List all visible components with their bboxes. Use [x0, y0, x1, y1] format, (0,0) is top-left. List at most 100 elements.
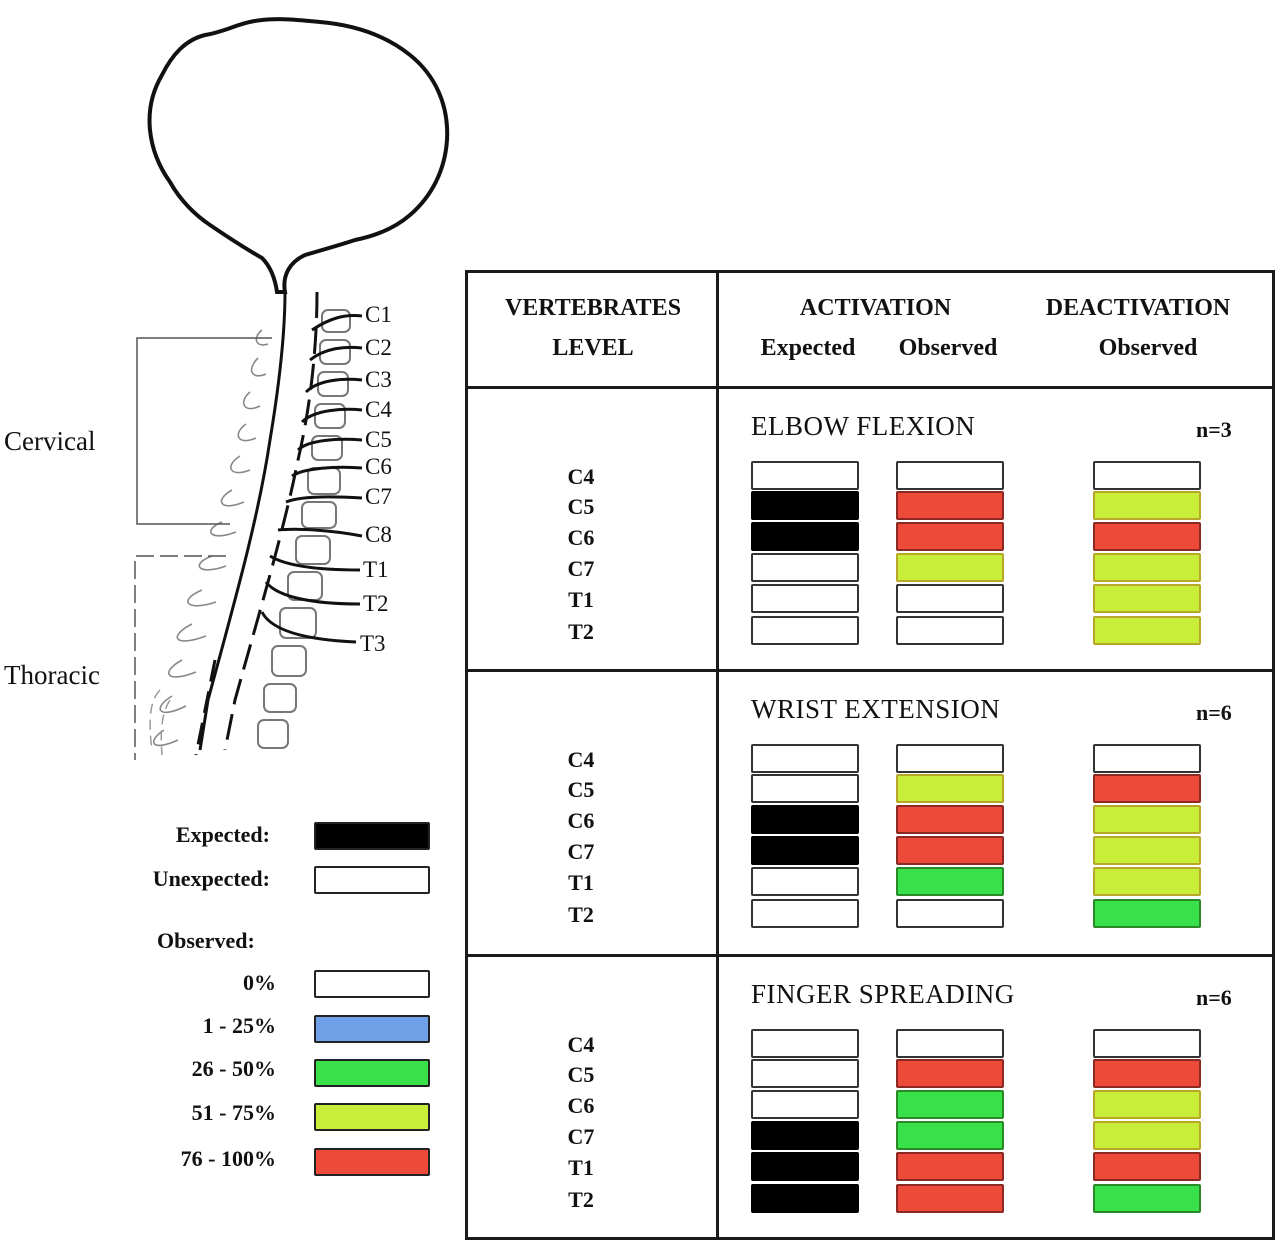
legend-scale-swatch [314, 1148, 430, 1176]
activation-observed-cell [896, 836, 1004, 865]
row-level-label: C4 [567, 464, 595, 489]
legend-scale-label: 51 - 75% [191, 1100, 276, 1125]
row-level-label: T1 [568, 1155, 594, 1180]
activation-observed-cell [896, 491, 1004, 520]
row-level-label: C4 [567, 747, 595, 772]
deactivation-observed-cell [1093, 899, 1201, 928]
level-tag-c6: C6 [365, 454, 392, 479]
deactivation-observed-cell [1093, 1184, 1201, 1213]
level-tag-c5: C5 [365, 427, 392, 452]
level-tag-t2: T2 [363, 591, 389, 616]
legend-scale-label: 76 - 100% [180, 1146, 276, 1171]
row-level-label: C7 [567, 1124, 595, 1149]
header-activation: ACTIVATION [799, 295, 952, 321]
spinous-processes [152, 329, 269, 747]
level-tag-c1: C1 [365, 302, 392, 327]
activation-table: VERTEBRATES LEVEL ACTIVATION DEACTIVATIO… [465, 270, 1275, 1240]
activation-observed-cell [896, 1029, 1004, 1058]
expected-cell [751, 744, 859, 773]
legend-unexpected-label: Unexpected: [152, 866, 270, 891]
expected-cell [751, 461, 859, 490]
expected-cell [751, 584, 859, 613]
cord-tail [194, 659, 217, 756]
legend-observed-label: Observed: [157, 928, 255, 953]
expected-cell [751, 1059, 859, 1088]
row-level-label: C7 [567, 556, 595, 581]
row-level-label: T2 [568, 902, 594, 927]
expected-cell [751, 836, 859, 865]
level-tag-c3: C3 [365, 367, 392, 392]
expected-cell [751, 899, 859, 928]
row-level-label: T1 [568, 870, 594, 895]
header-deactivation: DEACTIVATION [1045, 295, 1231, 321]
activation-observed-cell [896, 1121, 1004, 1150]
header-observed: Observed [898, 335, 998, 361]
legend-unexpected-swatch [314, 866, 430, 894]
deactivation-observed-cell [1093, 461, 1201, 490]
legend-scale-swatch [314, 1103, 430, 1131]
row-level-label: C6 [567, 1093, 595, 1118]
spine-brain-illustration [134, 17, 450, 760]
task-title: FINGER SPREADING [751, 979, 1015, 1009]
deactivation-observed-cell [1093, 584, 1201, 613]
expected-cell [751, 774, 859, 803]
deactivation-observed-cell [1093, 1152, 1201, 1181]
activation-observed-cell [896, 584, 1004, 613]
column-divider [716, 273, 719, 1240]
row-level-label: C7 [567, 839, 595, 864]
activation-observed-cell [896, 867, 1004, 896]
activation-observed-cell [896, 774, 1004, 803]
deactivation-observed-cell [1093, 774, 1201, 803]
row-level-label: T2 [568, 619, 594, 644]
row-level-label: C6 [567, 808, 595, 833]
level-tag-c4: C4 [365, 397, 392, 422]
thoracic-bracket [134, 555, 226, 760]
row-level-label: T1 [568, 587, 594, 612]
row-level-label: C5 [567, 1062, 595, 1087]
legend-scale-swatch [314, 1015, 430, 1043]
expected-cell [751, 1090, 859, 1119]
expected-cell [751, 522, 859, 551]
expected-cell [751, 1029, 859, 1058]
task-sample-size: n=6 [1196, 700, 1232, 725]
thoracic-label: Thoracic [4, 660, 100, 690]
activation-observed-cell [896, 1152, 1004, 1181]
cervical-label: Cervical [4, 426, 96, 456]
expected-cell [751, 616, 859, 645]
header-divider [468, 386, 1275, 389]
legend-scale-swatch [314, 970, 430, 998]
deactivation-observed-cell [1093, 805, 1201, 834]
spinal-cord-left [198, 291, 287, 751]
row-level-label: C4 [567, 1032, 595, 1057]
legend-scale-label: 0% [243, 970, 276, 995]
legend-scale-label: 26 - 50% [191, 1056, 276, 1081]
row-level-label: C5 [567, 494, 595, 519]
header-level: LEVEL [552, 335, 634, 361]
activation-observed-cell [896, 616, 1004, 645]
row-level-label: T2 [568, 1187, 594, 1212]
nerve-roots [260, 314, 363, 644]
row-level-label: C5 [567, 777, 595, 802]
cervical-bracket [136, 337, 272, 525]
section-divider [468, 954, 1275, 957]
deactivation-observed-cell [1093, 1059, 1201, 1088]
thoracic-ribs-sketch [149, 689, 171, 756]
activation-observed-cell [896, 1059, 1004, 1088]
activation-observed-cell [896, 553, 1004, 582]
legend-scale-swatch [314, 1059, 430, 1087]
expected-cell [751, 553, 859, 582]
activation-observed-cell [896, 899, 1004, 928]
expected-cell [751, 1121, 859, 1150]
expected-cell [751, 491, 859, 520]
deactivation-observed-cell [1093, 522, 1201, 551]
deactivation-observed-cell [1093, 616, 1201, 645]
expected-cell [751, 867, 859, 896]
legend-expected-label: Expected: [175, 822, 270, 847]
activation-observed-cell [896, 522, 1004, 551]
legend-scale-label: 1 - 25% [202, 1013, 276, 1038]
header-expected: Expected [760, 335, 856, 361]
task-sample-size: n=3 [1196, 417, 1232, 442]
task-title: ELBOW FLEXION [751, 411, 976, 441]
task-title: WRIST EXTENSION [751, 694, 1001, 724]
expected-cell [751, 805, 859, 834]
